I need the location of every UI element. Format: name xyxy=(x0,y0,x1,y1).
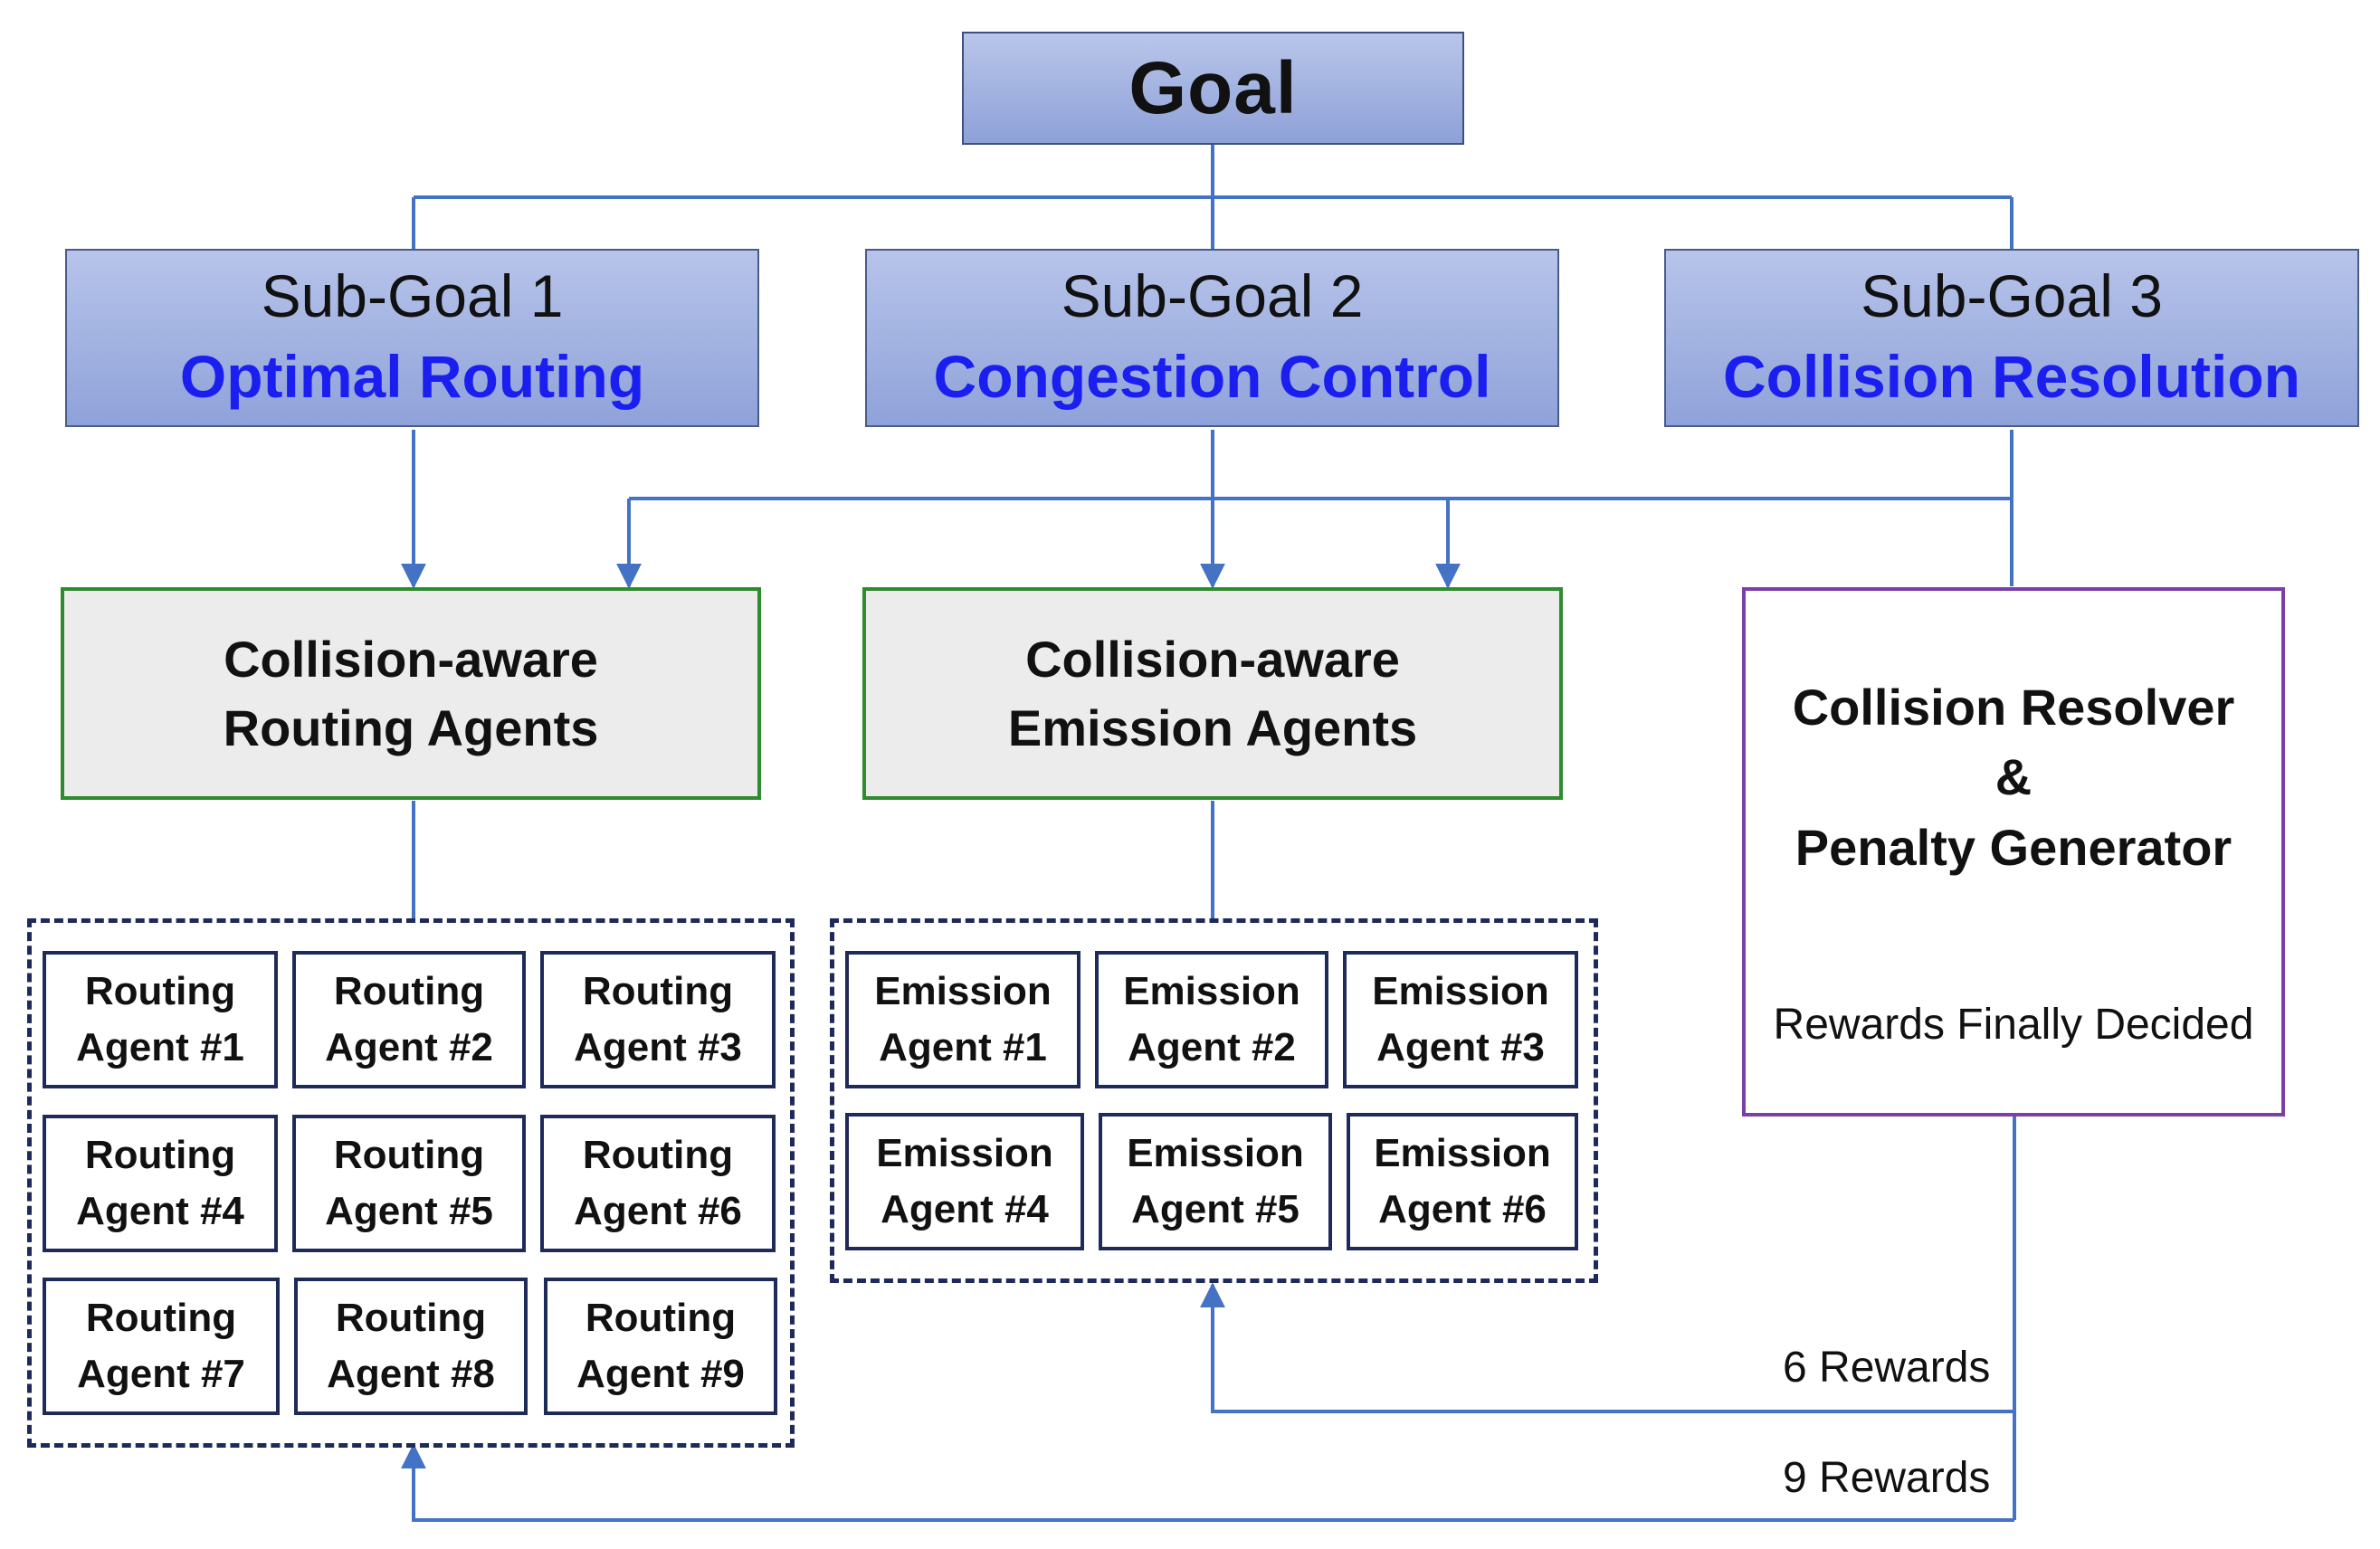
emission-group-line1: Collision-aware xyxy=(1025,630,1400,688)
subgoal-2-number: Sub-Goal 2 xyxy=(1061,261,1364,329)
routing-agent-1: Routing Agent #1 xyxy=(43,951,278,1088)
emission-agent-5: Emission Agent #5 xyxy=(1099,1113,1332,1250)
routing-agent-4-line2: Agent #4 xyxy=(76,1189,244,1233)
routing-group-line2: Routing Agents xyxy=(223,698,599,756)
routing-agent-4: Routing Agent #4 xyxy=(43,1115,278,1252)
resolver-line2: & xyxy=(1994,748,2033,806)
subgoal-1-name: Optimal Routing xyxy=(179,343,645,411)
routing-agents-cluster xyxy=(27,918,795,1448)
emission-agents-group: Collision-aware Emission Agents xyxy=(862,587,1563,800)
routing-agent-7-line2: Agent #7 xyxy=(77,1352,245,1396)
resolver-line3: Penalty Generator xyxy=(1795,818,2232,876)
goal-title: Goal xyxy=(1128,46,1298,129)
routing-agent-6-line1: Routing xyxy=(582,1133,734,1178)
routing-agent-6-line2: Agent #6 xyxy=(574,1189,742,1233)
routing-agent-8: Routing Agent #8 xyxy=(294,1278,528,1415)
routing-agent-6: Routing Agent #6 xyxy=(540,1115,776,1252)
emission-agent-6-line1: Emission xyxy=(1374,1131,1551,1176)
routing-agent-2-line2: Agent #2 xyxy=(325,1025,493,1069)
emission-group-line2: Emission Agents xyxy=(1007,698,1418,756)
routing-agent-8-line2: Agent #8 xyxy=(327,1352,495,1396)
collision-resolver-box: Collision Resolver & Penalty Generator R… xyxy=(1742,587,2285,1117)
resolver-note: Rewards Finally Decided xyxy=(1773,1000,2254,1049)
subgoal-3-name: Collision Resolution xyxy=(1723,343,2300,411)
routing-agents-group: Collision-aware Routing Agents xyxy=(61,587,761,800)
routing-agent-1-line1: Routing xyxy=(84,969,236,1014)
emission-agent-4-line2: Agent #4 xyxy=(881,1187,1049,1231)
routing-group-line1: Collision-aware xyxy=(224,630,598,688)
routing-agent-5: Routing Agent #5 xyxy=(292,1115,526,1252)
routing-agent-5-line2: Agent #5 xyxy=(325,1189,493,1233)
emission-agent-6-line2: Agent #6 xyxy=(1378,1187,1547,1231)
subgoal-3-number: Sub-Goal 3 xyxy=(1861,261,2163,329)
emission-agent-5-line1: Emission xyxy=(1127,1131,1304,1176)
emission-rewards-label: 6 Rewards xyxy=(1783,1344,1991,1392)
routing-agent-7-line1: Routing xyxy=(85,1296,237,1341)
routing-agent-9: Routing Agent #9 xyxy=(544,1278,777,1415)
routing-reward-arrow xyxy=(401,1443,2014,1522)
emission-agent-4: Emission Agent #4 xyxy=(845,1113,1084,1250)
routing-agent-5-line1: Routing xyxy=(333,1133,485,1178)
subgoal-1-box: Sub-Goal 1 Optimal Routing xyxy=(65,249,759,427)
emission-agent-4-line1: Emission xyxy=(876,1131,1053,1176)
resolver-line1: Collision Resolver xyxy=(1792,679,2235,736)
routing-agent-3: Routing Agent #3 xyxy=(540,951,776,1088)
emission-agent-2-line2: Agent #2 xyxy=(1128,1025,1296,1069)
routing-agent-2: Routing Agent #2 xyxy=(292,951,526,1088)
emission-reward-arrow xyxy=(1200,1282,2014,1413)
emission-agent-6: Emission Agent #6 xyxy=(1347,1113,1578,1250)
emission-agent-2-line1: Emission xyxy=(1123,969,1300,1014)
routing-agent-3-line1: Routing xyxy=(582,969,734,1014)
goal-box: Goal xyxy=(962,32,1464,145)
emission-agent-1-line1: Emission xyxy=(874,969,1052,1014)
emission-agent-1-line2: Agent #1 xyxy=(879,1025,1047,1069)
emission-agents-cluster xyxy=(830,918,1598,1283)
routing-agent-3-line2: Agent #3 xyxy=(574,1025,742,1069)
routing-agent-9-line2: Agent #9 xyxy=(576,1352,745,1396)
subgoal-3-box: Sub-Goal 3 Collision Resolution xyxy=(1664,249,2359,427)
subgoal-2-box: Sub-Goal 2 Congestion Control xyxy=(865,249,1559,427)
routing-agent-2-line1: Routing xyxy=(333,969,485,1014)
subgoal-1-number: Sub-Goal 1 xyxy=(261,261,564,329)
routing-agent-4-line1: Routing xyxy=(84,1133,236,1178)
emission-agent-2: Emission Agent #2 xyxy=(1095,951,1328,1088)
subgoal-2-name: Congestion Control xyxy=(933,343,1491,411)
routing-agent-9-line1: Routing xyxy=(585,1296,737,1341)
emission-agent-3-line1: Emission xyxy=(1372,969,1549,1014)
emission-agent-1: Emission Agent #1 xyxy=(845,951,1081,1088)
emission-agent-5-line2: Agent #5 xyxy=(1131,1187,1299,1231)
routing-rewards-label: 9 Rewards xyxy=(1783,1454,1991,1502)
routing-agent-8-line1: Routing xyxy=(335,1296,487,1341)
emission-agent-3: Emission Agent #3 xyxy=(1343,951,1578,1088)
routing-agent-7: Routing Agent #7 xyxy=(43,1278,280,1415)
emission-agent-3-line2: Agent #3 xyxy=(1376,1025,1545,1069)
routing-agent-1-line2: Agent #1 xyxy=(76,1025,244,1069)
